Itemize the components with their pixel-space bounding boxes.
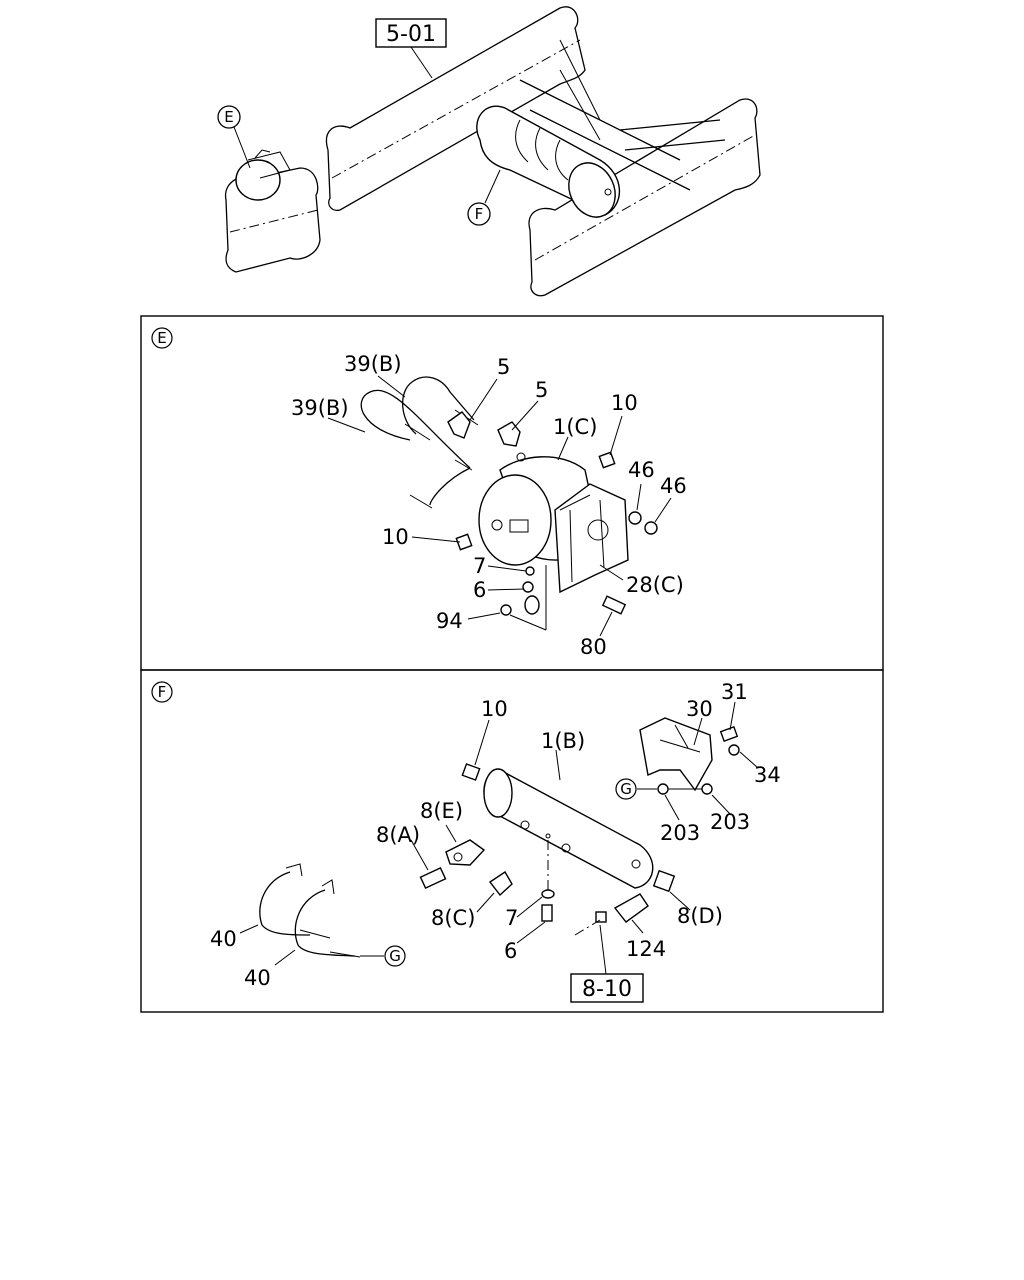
- svg-text:F: F: [158, 683, 167, 701]
- svg-text:G: G: [389, 947, 401, 965]
- svg-text:G: G: [620, 780, 632, 798]
- label-40-upper: 40: [210, 927, 237, 951]
- label-5-left: 5: [497, 355, 510, 379]
- label-203-right: 203: [710, 810, 750, 834]
- panel-f-frame: [140, 669, 884, 1013]
- label-46-left: 46: [628, 458, 655, 482]
- panel-e-labels: 39(B) 39(B) 5 5 1(C) 10 46 46 10 7 6 28(…: [291, 352, 687, 659]
- label-6: 6: [504, 939, 517, 963]
- callout-f[interactable]: F: [467, 202, 491, 226]
- svg-text:F: F: [475, 205, 484, 223]
- label-30: 30: [686, 697, 713, 721]
- label-40-lower: 40: [244, 966, 271, 990]
- label-1c: 1(C): [553, 415, 597, 439]
- label-203-left: 203: [660, 821, 700, 845]
- ref-box-5-01-label: 5-01: [386, 22, 436, 47]
- label-94: 94: [436, 609, 463, 633]
- ref-box-8-10[interactable]: [570, 973, 644, 1003]
- label-28c: 28(C): [626, 573, 684, 597]
- label-8d: 8(D): [677, 904, 723, 928]
- label-46-right: 46: [660, 474, 687, 498]
- label-10: 10: [481, 697, 508, 721]
- label-39b-upper: 39(B): [344, 352, 402, 376]
- panel-f-letter: F: [151, 681, 173, 703]
- panel-f-drawing: [259, 717, 740, 958]
- overview-chassis: [225, 6, 761, 297]
- callout-g-bracket[interactable]: G: [615, 778, 637, 800]
- label-10-right: 10: [611, 391, 638, 415]
- panel-f-labels: 10 1(B) 31 30 34 G 203 203 8(E) 8(A) 8(C…: [210, 680, 781, 990]
- label-124: 124: [626, 937, 666, 961]
- callout-e[interactable]: E: [217, 105, 241, 129]
- panel-f-leaders: [239, 701, 759, 975]
- callout-g-strap[interactable]: G: [384, 945, 406, 967]
- label-8e: 8(E): [420, 799, 463, 823]
- panel-e-drawing: [360, 376, 658, 631]
- svg-text:E: E: [224, 108, 233, 126]
- label-39b-lower: 39(B): [291, 396, 349, 420]
- label-8a: 8(A): [376, 823, 420, 847]
- label-1b: 1(B): [541, 729, 585, 753]
- label-10-left: 10: [382, 525, 409, 549]
- ref-box-8-10-label: 8-10: [582, 977, 632, 1002]
- label-31: 31: [721, 680, 748, 704]
- label-7: 7: [473, 554, 486, 578]
- label-5-right: 5: [535, 378, 548, 402]
- label-34: 34: [754, 763, 781, 787]
- label-7: 7: [505, 906, 518, 930]
- label-6: 6: [473, 578, 486, 602]
- svg-text:E: E: [157, 329, 166, 347]
- panel-e-letter: E: [151, 327, 173, 349]
- panel-e-leaders: [327, 375, 672, 637]
- label-8c: 8(C): [431, 906, 475, 930]
- label-80: 80: [580, 635, 607, 659]
